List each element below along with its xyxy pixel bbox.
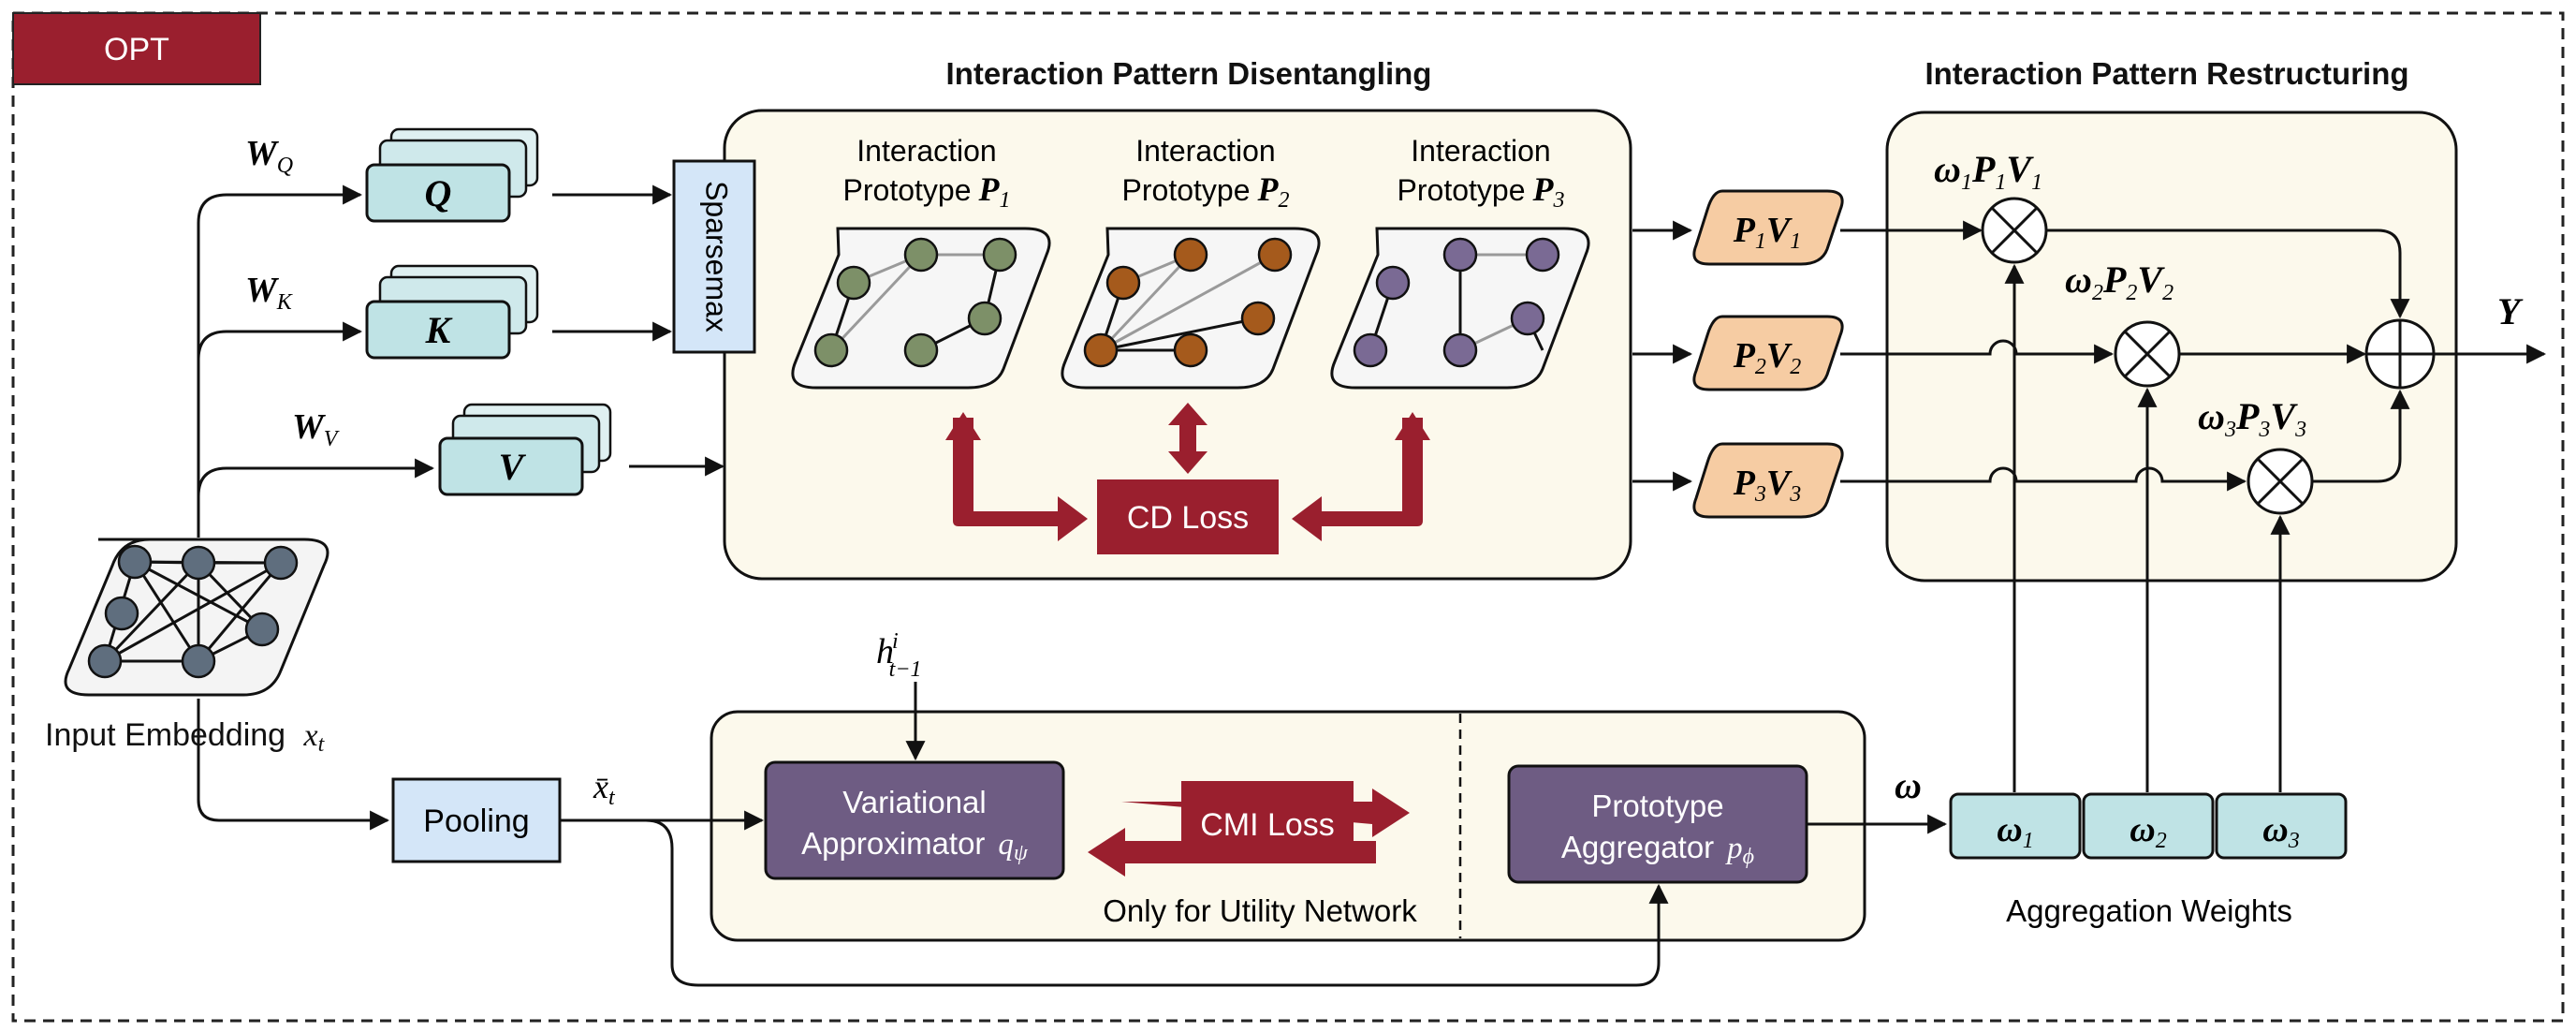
prototype-3-node bbox=[1510, 301, 1545, 336]
prototype-1-node bbox=[813, 332, 849, 368]
cd-loss-arrows bbox=[945, 403, 1430, 541]
pooling-label: Pooling bbox=[423, 803, 529, 839]
sparsemax-label: Sparsemax bbox=[700, 181, 734, 332]
input-node bbox=[117, 544, 153, 580]
pv-box-3: P3V3 bbox=[1692, 442, 1844, 519]
product-2-label: ω2P2V2 bbox=[2065, 258, 2174, 305]
section-title-disentangling: Interaction Pattern Disentangling bbox=[946, 56, 1432, 91]
omega-cell-3: ω3 bbox=[2215, 792, 2348, 860]
sparsemax-block: Sparsemax bbox=[672, 159, 756, 354]
q-stack: Q bbox=[365, 127, 539, 223]
prototype-2-node bbox=[1173, 237, 1208, 273]
prototype-2-node bbox=[1083, 332, 1119, 368]
svg-text:P2V2: P2V2 bbox=[1733, 336, 1802, 379]
opt-badge: OPT bbox=[12, 12, 261, 85]
prototype-3-node bbox=[1442, 237, 1478, 273]
pooling-block bbox=[391, 777, 562, 863]
prototype-1-node bbox=[967, 301, 1003, 336]
prototype-3-node bbox=[1353, 332, 1388, 368]
prototype-1-line1: Interaction bbox=[856, 134, 996, 168]
svg-text:ω1: ω1 bbox=[1997, 810, 2033, 853]
prototype-3-node bbox=[1375, 265, 1411, 301]
input-node bbox=[181, 643, 216, 679]
pv-box-2: P2V2 bbox=[1692, 315, 1844, 391]
multiply-icon bbox=[1981, 197, 2048, 264]
svg-text:P3V3: P3V3 bbox=[1733, 464, 1802, 507]
multiply-icon bbox=[2114, 320, 2181, 388]
output-label: Y bbox=[2497, 290, 2524, 332]
section-title-restructuring: Interaction Pattern Restructuring bbox=[1925, 56, 2408, 91]
input-node bbox=[104, 596, 139, 631]
input-embedding-label: Input Embedding xt bbox=[45, 717, 326, 757]
v-stack: V bbox=[438, 403, 612, 496]
svg-text:ω3: ω3 bbox=[2262, 810, 2299, 853]
omega-cell-1: ω1 bbox=[1949, 792, 2082, 860]
cd-loss-block: CD Loss bbox=[1097, 479, 1279, 554]
q-label: Q bbox=[425, 172, 452, 214]
weight-q-label: WQ bbox=[245, 134, 293, 178]
prototype-1-node bbox=[903, 237, 939, 273]
input-embedding-graph bbox=[64, 538, 329, 697]
prototype-2-node bbox=[1105, 265, 1141, 301]
product-3-label: ω3P3V3 bbox=[2198, 395, 2306, 442]
input-node bbox=[244, 612, 280, 647]
prototype-2-node bbox=[1240, 301, 1276, 336]
weight-v-label: WV bbox=[292, 407, 340, 451]
svg-text:P1V1: P1V1 bbox=[1733, 211, 1802, 254]
cmi-loss-label: CMI Loss bbox=[1200, 807, 1335, 843]
omega-label: ω bbox=[1895, 764, 1922, 806]
cmi-loss-block: CMI Loss bbox=[1088, 781, 1410, 877]
prototype-1-node bbox=[903, 332, 939, 368]
omega-cell-2: ω2 bbox=[2082, 792, 2215, 860]
utility-note: Only for Utility Network bbox=[1103, 893, 1417, 928]
prototype-2-line1: Interaction bbox=[1135, 134, 1275, 168]
multiply-icon bbox=[2247, 448, 2314, 515]
v-label: V bbox=[499, 446, 527, 488]
prototype-3-line1: Interaction bbox=[1411, 134, 1550, 168]
weight-k-label: WK bbox=[245, 271, 294, 315]
pv-box-1: P1V1 bbox=[1692, 189, 1844, 266]
prototype-2-node bbox=[1257, 237, 1293, 273]
prototype-3-node bbox=[1442, 332, 1478, 368]
prototype-3-node bbox=[1525, 237, 1560, 273]
outer-frame bbox=[11, 11, 2565, 1023]
input-node bbox=[263, 545, 299, 581]
opt-badge-label: OPT bbox=[104, 32, 169, 67]
sum-icon bbox=[2364, 318, 2436, 390]
variational-line1: Variational bbox=[842, 785, 986, 819]
k-label: K bbox=[425, 309, 453, 351]
svg-text:ω2: ω2 bbox=[2130, 810, 2166, 853]
input-node bbox=[87, 643, 123, 679]
k-stack: K bbox=[365, 264, 539, 360]
prototype-2-node bbox=[1173, 332, 1208, 368]
input-node bbox=[181, 545, 216, 581]
prototype-1-node bbox=[836, 265, 871, 301]
cd-loss-label: CD Loss bbox=[1127, 500, 1249, 536]
aggregation-weights-label: Aggregation Weights bbox=[2006, 893, 2292, 928]
aggregator-line1: Prototype bbox=[1591, 789, 1723, 823]
prototype-1-node bbox=[982, 237, 1017, 273]
xbar-label: x̄t bbox=[593, 768, 616, 810]
product-1-label: ω1P1V1 bbox=[1934, 148, 2042, 195]
